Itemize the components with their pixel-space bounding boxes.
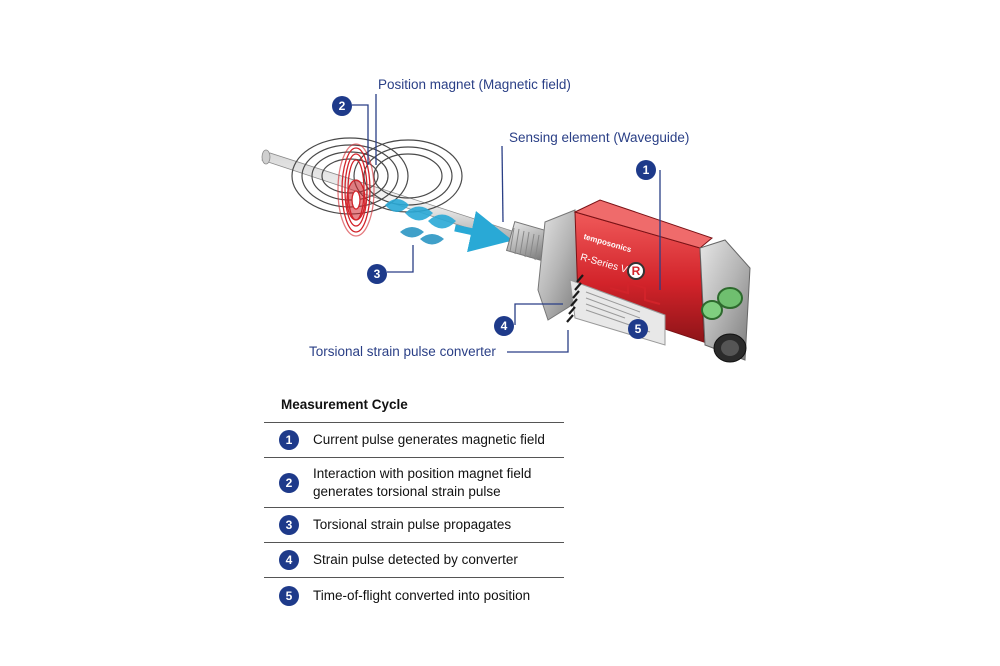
table-row: 1 Current pulse generates magnetic field — [264, 423, 564, 458]
marker-2: 2 — [332, 96, 352, 116]
step-text: Time-of-flight converted into position — [313, 587, 531, 603]
position-magnet — [337, 143, 375, 237]
converter-coil — [566, 274, 584, 323]
step-number-badge: 5 — [279, 585, 299, 606]
step-number-badge: 1 — [279, 430, 299, 450]
table-title: Measurement Cycle — [264, 397, 564, 423]
brand-logo-badge: R — [627, 262, 645, 280]
sensor-diagram: Position magnet (Magnetic field) Sensing… — [261, 77, 751, 363]
current-pulse-waveform — [609, 281, 661, 305]
step-number-badge: 4 — [279, 550, 299, 570]
marker-3: 3 — [367, 264, 387, 284]
step-text: Interaction with position magnet field g… — [313, 465, 531, 501]
marker-1: 1 — [636, 160, 656, 180]
leader-lines — [352, 94, 661, 353]
step-number-badge: 2 — [279, 472, 299, 493]
step-text-line: generates torsional strain pulse — [313, 483, 501, 499]
table-row: 2 Interaction with position magnet field… — [264, 458, 564, 508]
marker-4: 4 — [494, 316, 514, 336]
threaded-fitting — [505, 221, 551, 261]
measurement-cycle-table: Measurement Cycle 1 Current pulse genera… — [264, 397, 564, 613]
marker-5: 5 — [628, 319, 648, 339]
sensing-element-label: Sensing element (Waveguide) — [509, 130, 690, 145]
step-text: Current pulse generates magnetic field — [313, 432, 545, 447]
position-magnet-label: Position magnet (Magnetic field) — [378, 77, 571, 92]
step-text: Strain pulse detected by converter — [313, 552, 518, 567]
step-text: Torsional strain pulse propagates — [313, 517, 512, 532]
table-row: 4 Strain pulse detected by converter — [264, 543, 564, 578]
connector-head — [699, 239, 751, 363]
strain-pulse — [385, 199, 513, 253]
step-text-line: Interaction with position magnet field — [313, 465, 532, 481]
step-number-badge: 3 — [279, 515, 299, 535]
table-row: 3 Torsional strain pulse propagates — [264, 508, 564, 543]
converter-label: Torsional strain pulse converter — [309, 344, 496, 359]
table-row: 5 Time-of-flight converted into position — [264, 578, 564, 613]
hex-flange — [537, 209, 581, 321]
